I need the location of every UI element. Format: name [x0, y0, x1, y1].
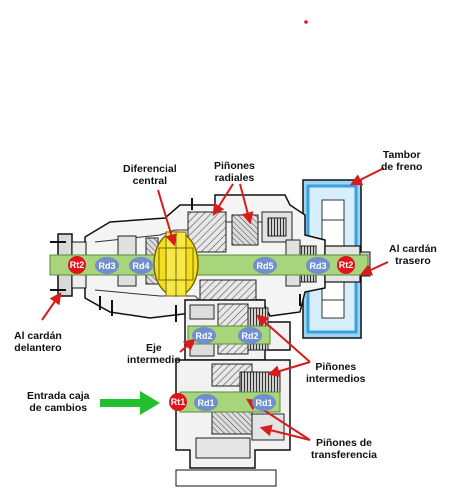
bearing-badge-rd3-rear: Rd3 — [306, 257, 330, 274]
arrow-diferencial — [157, 189, 178, 247]
arrow-radiales-right — [239, 183, 254, 225]
stray-dot — [304, 20, 308, 24]
bearing-badge-rd2-left: Rd2 — [192, 327, 216, 344]
transfer-section — [175, 359, 291, 487]
arrow-eje — [179, 338, 196, 353]
bearing-badge-rd3-front: Rd3 — [95, 257, 119, 274]
arrow-intermedios-1 — [256, 314, 311, 363]
arrow-tambor — [349, 167, 385, 186]
input-arrow — [100, 391, 160, 415]
bearing-badge-rd1-left: Rd1 — [194, 394, 218, 411]
arrow-transferencia-2 — [259, 424, 311, 441]
bearing-badge-rd2-right: Rd2 — [238, 327, 262, 344]
bearing-badge-rt2-rear: Rt2 — [337, 256, 355, 274]
central-differential — [153, 231, 199, 297]
brake-drum — [302, 179, 362, 339]
arrow-radiales-left — [212, 183, 234, 217]
bearing-badge-rd4: Rd4 — [129, 257, 153, 274]
bearing-badge-rd1-right: Rd1 — [252, 394, 276, 411]
bearing-badge-rt2-front: Rt2 — [68, 256, 86, 274]
arrow-cardan-delantero — [41, 292, 62, 321]
bearing-badge-rd5: Rd5 — [253, 257, 277, 274]
annotation-arrows — [41, 167, 389, 441]
arrow-cardan-trasero — [359, 261, 389, 276]
arrow-intermedios-2 — [267, 361, 311, 377]
bearing-badge-rt1: Rt1 — [169, 393, 187, 411]
